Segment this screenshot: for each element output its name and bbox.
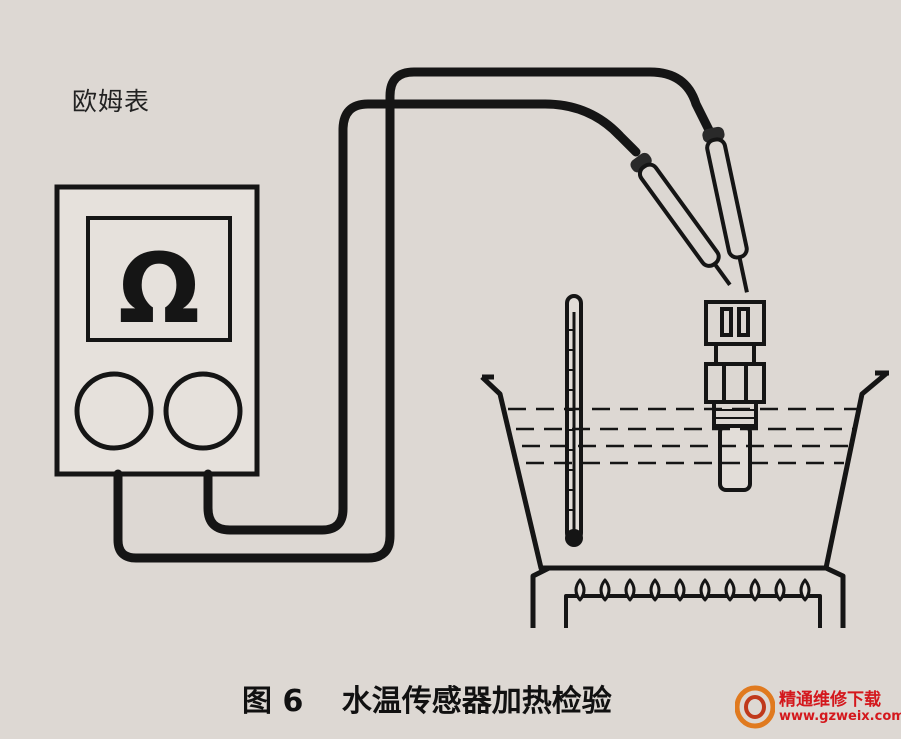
figure-number: 图 6 xyxy=(242,684,304,719)
probe-right xyxy=(702,126,749,293)
burner-plate xyxy=(564,594,822,628)
ohmmeter-knob-left xyxy=(74,371,154,451)
watermark-url: www.gzweix.com xyxy=(779,709,901,724)
water-container xyxy=(480,370,889,571)
figure-caption: 图 6 水温传感器加热检验 xyxy=(242,676,612,720)
ohmmeter-knob-right xyxy=(163,371,243,451)
watermark-site-name: 精通维修下载 xyxy=(779,690,881,710)
outer-test-lead xyxy=(113,67,717,563)
probes xyxy=(630,126,749,293)
burner-stove xyxy=(530,565,846,628)
probe-left xyxy=(630,152,732,287)
ohmmeter: Ω xyxy=(54,184,260,477)
water-temperature-sensor xyxy=(704,300,766,492)
thermometer xyxy=(565,294,583,547)
test-leads xyxy=(113,67,717,563)
water-surface-lines xyxy=(508,407,858,465)
inner-test-lead-route xyxy=(203,99,641,535)
watermark-logo: 精通维修下载 www.gzweix.com xyxy=(735,683,901,733)
ohmmeter-label: 欧姆表 xyxy=(72,87,151,116)
logo-emblem-icon xyxy=(735,685,775,729)
burner-flames xyxy=(574,578,811,602)
ohmmeter-display xyxy=(86,216,232,342)
ohm-symbol: Ω xyxy=(118,233,200,345)
figure-title: 水温传感器加热检验 xyxy=(341,684,612,719)
container-wall xyxy=(480,371,889,571)
